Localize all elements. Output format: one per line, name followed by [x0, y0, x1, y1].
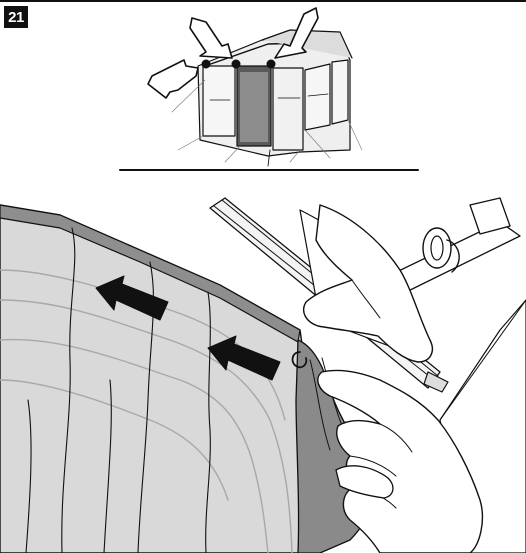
overview-illustration: [120, 8, 418, 170]
overview-arrow-middle: [190, 18, 232, 58]
callout-dot-left: [202, 60, 210, 68]
overview-arrow-left: [148, 60, 198, 98]
callout-dot-middle: [232, 60, 240, 68]
detail-illustration: [0, 198, 526, 553]
tent-body: [172, 30, 362, 166]
callout-dot-right: [267, 60, 275, 68]
